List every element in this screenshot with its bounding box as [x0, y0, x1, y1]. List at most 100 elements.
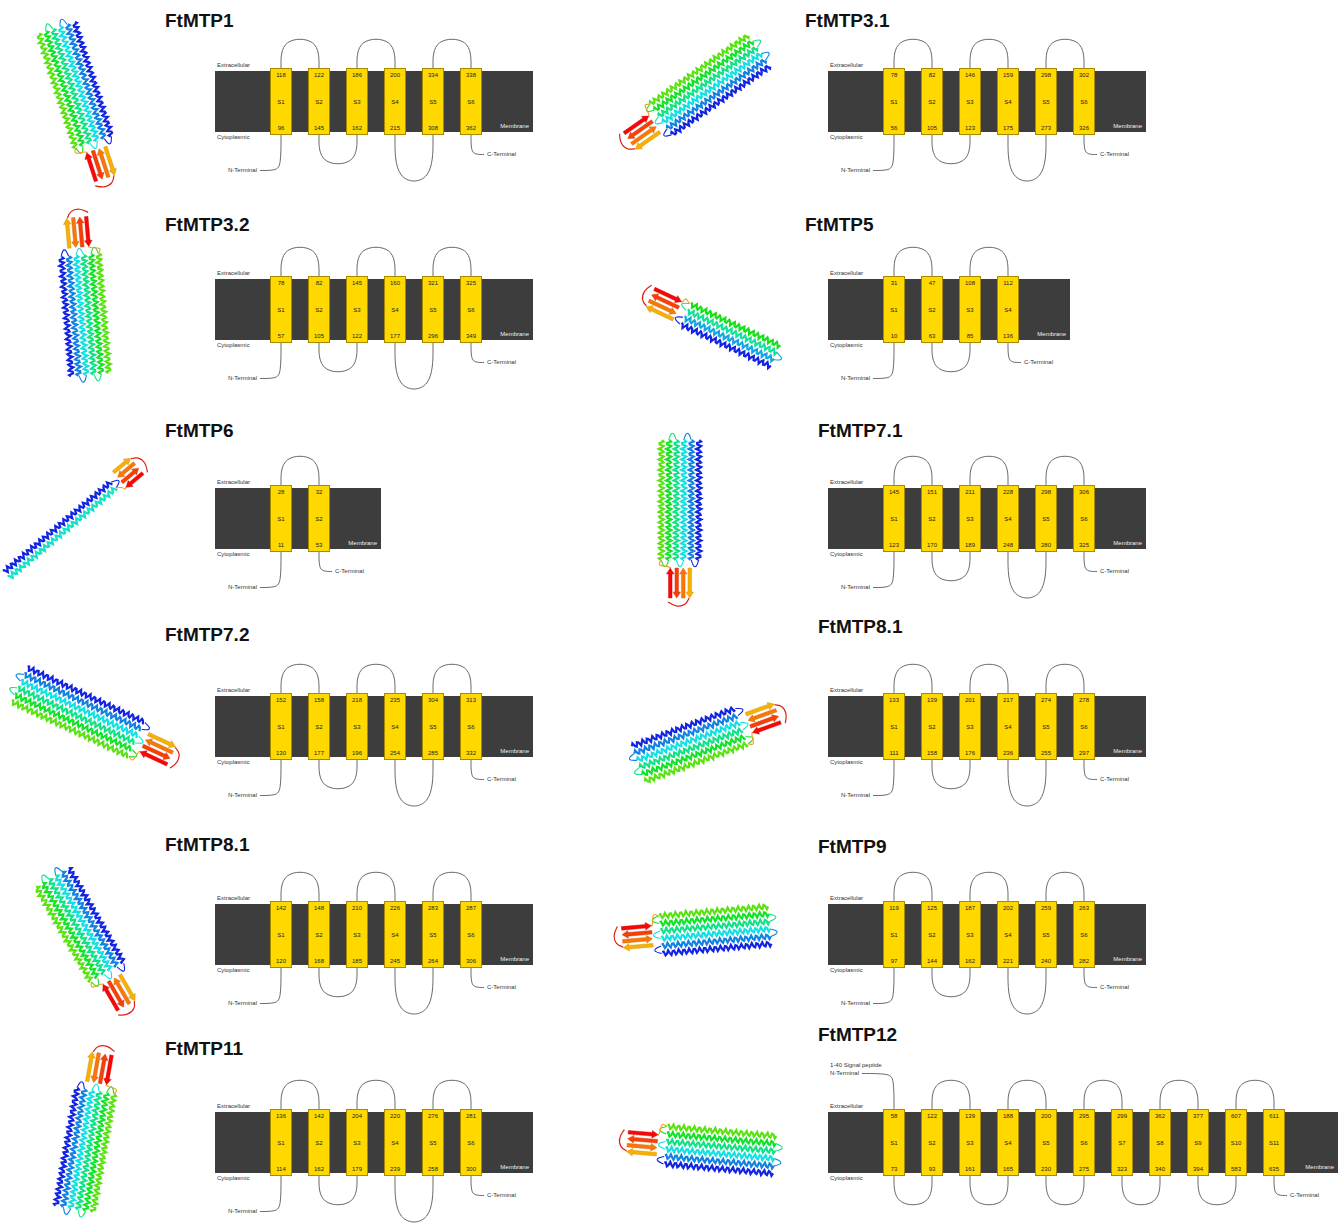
beta-strand: [83, 152, 99, 183]
residue-number: 235: [390, 697, 400, 704]
terminal-tail: [862, 1074, 894, 1110]
transmembrane-helix: 218S3196: [346, 693, 368, 760]
segment-name: S2: [315, 99, 322, 106]
residue-number: 217: [1003, 697, 1013, 704]
segment-name: S6: [1080, 516, 1087, 523]
transmembrane-helix: 136S1114: [270, 1109, 292, 1176]
panel-title: FtMTP5: [805, 214, 874, 236]
alpha-helix: [689, 302, 781, 348]
segment-name: S2: [315, 1140, 322, 1147]
topology-label: Extracellular: [217, 1103, 250, 1110]
transmembrane-helix: 302S6326: [1073, 68, 1095, 135]
alpha-helix: [34, 885, 93, 982]
transmembrane-helix: 377S9394: [1187, 1109, 1209, 1176]
residue-number: 635: [1269, 1166, 1279, 1173]
residue-number: 236: [1003, 750, 1013, 757]
transmembrane-helix: 298S5273: [1035, 68, 1057, 135]
residue-number: 340: [1155, 1166, 1165, 1173]
protein-structure: [34, 15, 128, 192]
topology-label: Extracellular: [830, 270, 863, 277]
topology-label: C-Terminal: [487, 359, 516, 366]
residue-number: 280: [1041, 542, 1051, 549]
residue-number: 189: [965, 542, 975, 549]
residue-number: 196: [352, 750, 362, 757]
terminal-tail: [471, 968, 484, 988]
segment-name: S4: [1004, 516, 1011, 523]
segment-name: S2: [928, 1140, 935, 1147]
alpha-helix: [689, 440, 694, 560]
loop-connector: [1008, 1080, 1046, 1109]
terminal-tail: [260, 343, 281, 379]
transmembrane-helix: 299S7323: [1111, 1109, 1133, 1176]
transmembrane-helix: 278S6297: [1073, 693, 1095, 760]
panel-title: FtMTP1: [165, 10, 234, 32]
topology-label: C-Terminal: [1100, 568, 1129, 575]
residue-number: 148: [314, 905, 324, 912]
transmembrane-helix: 158S2177: [308, 693, 330, 760]
transmembrane-helix: 295S6275: [1073, 1109, 1095, 1176]
terminal-tail: [319, 552, 332, 572]
residue-number: 295: [1079, 1113, 1089, 1120]
residue-number: 47: [929, 280, 936, 287]
loop-connector: [357, 872, 395, 901]
alpha-helix: [43, 31, 85, 147]
loop-connector: [433, 664, 471, 693]
beta-strand: [621, 922, 652, 932]
transmembrane-helix: 304S5285: [422, 693, 444, 760]
residue-number: 306: [466, 958, 476, 965]
coil-loop: [674, 314, 683, 324]
segment-name: S2: [928, 99, 935, 106]
alpha-helix: [53, 874, 112, 971]
residue-number: 306: [1079, 489, 1089, 496]
residue-number: 63: [929, 333, 936, 340]
topology-label: C-Terminal: [1100, 151, 1129, 158]
coil-loop: [642, 102, 655, 116]
transmembrane-helix: 202S4221: [997, 901, 1019, 968]
residue-number: 123: [889, 542, 899, 549]
topology-label: Extracellular: [830, 479, 863, 486]
residue-number: 11: [278, 542, 284, 549]
transmembrane-helix: 338S6362: [460, 68, 482, 135]
topology-label: Extracellular: [830, 62, 863, 69]
transmembrane-helix: 200S5230: [1035, 1109, 1057, 1176]
transmembrane-helix: 31S110: [883, 276, 905, 343]
transmembrane-helix: 32S253: [308, 485, 330, 552]
segment-name: S5: [429, 99, 436, 106]
residue-number: 108: [965, 280, 975, 287]
transmembrane-helix: 217S4 236: [997, 693, 1019, 760]
segment-name: S4: [391, 307, 398, 314]
segment-name: S4: [391, 99, 398, 106]
loop-connector: [1084, 1080, 1122, 1109]
residue-number: 152: [276, 697, 286, 704]
topology-label: Extracellular: [217, 687, 250, 694]
coil-loop: [75, 248, 83, 255]
topology-label: Cytoplasmic: [830, 134, 863, 141]
alpha-helix: [60, 870, 119, 967]
alpha-helix: [23, 672, 142, 731]
coil-loop: [633, 767, 642, 776]
protein-structure: [0, 450, 151, 585]
protein-structure: [54, 208, 112, 384]
segment-name: S4: [1004, 724, 1011, 731]
loop-connector: [1198, 1176, 1236, 1205]
topology-label: Cytoplasmic: [217, 1175, 250, 1182]
loop-connector: [894, 872, 932, 901]
residue-number: 281: [466, 1113, 476, 1120]
terminal-tail: [1274, 1176, 1287, 1196]
residue-number: 323: [1117, 1166, 1127, 1173]
segment-name: S6: [1080, 724, 1087, 731]
loop-connector: [319, 1176, 357, 1205]
residue-number: 125: [927, 905, 937, 912]
segment-name: S5: [1042, 516, 1049, 523]
transmembrane-helix: 228S4248: [997, 485, 1019, 552]
alpha-helix: [667, 1124, 777, 1139]
residue-number: 97: [891, 958, 898, 965]
membrane-band: Membrane78S15782S2105145S3122160S4177321…: [215, 279, 533, 340]
beta-strand: [627, 1141, 658, 1151]
membrane-label: Membrane: [1113, 123, 1142, 130]
beta-strand: [653, 286, 683, 306]
loop-connector: [1122, 1176, 1160, 1205]
residue-number: 146: [965, 72, 975, 79]
segment-name: S5: [429, 932, 436, 939]
beta-strand: [100, 983, 122, 1013]
